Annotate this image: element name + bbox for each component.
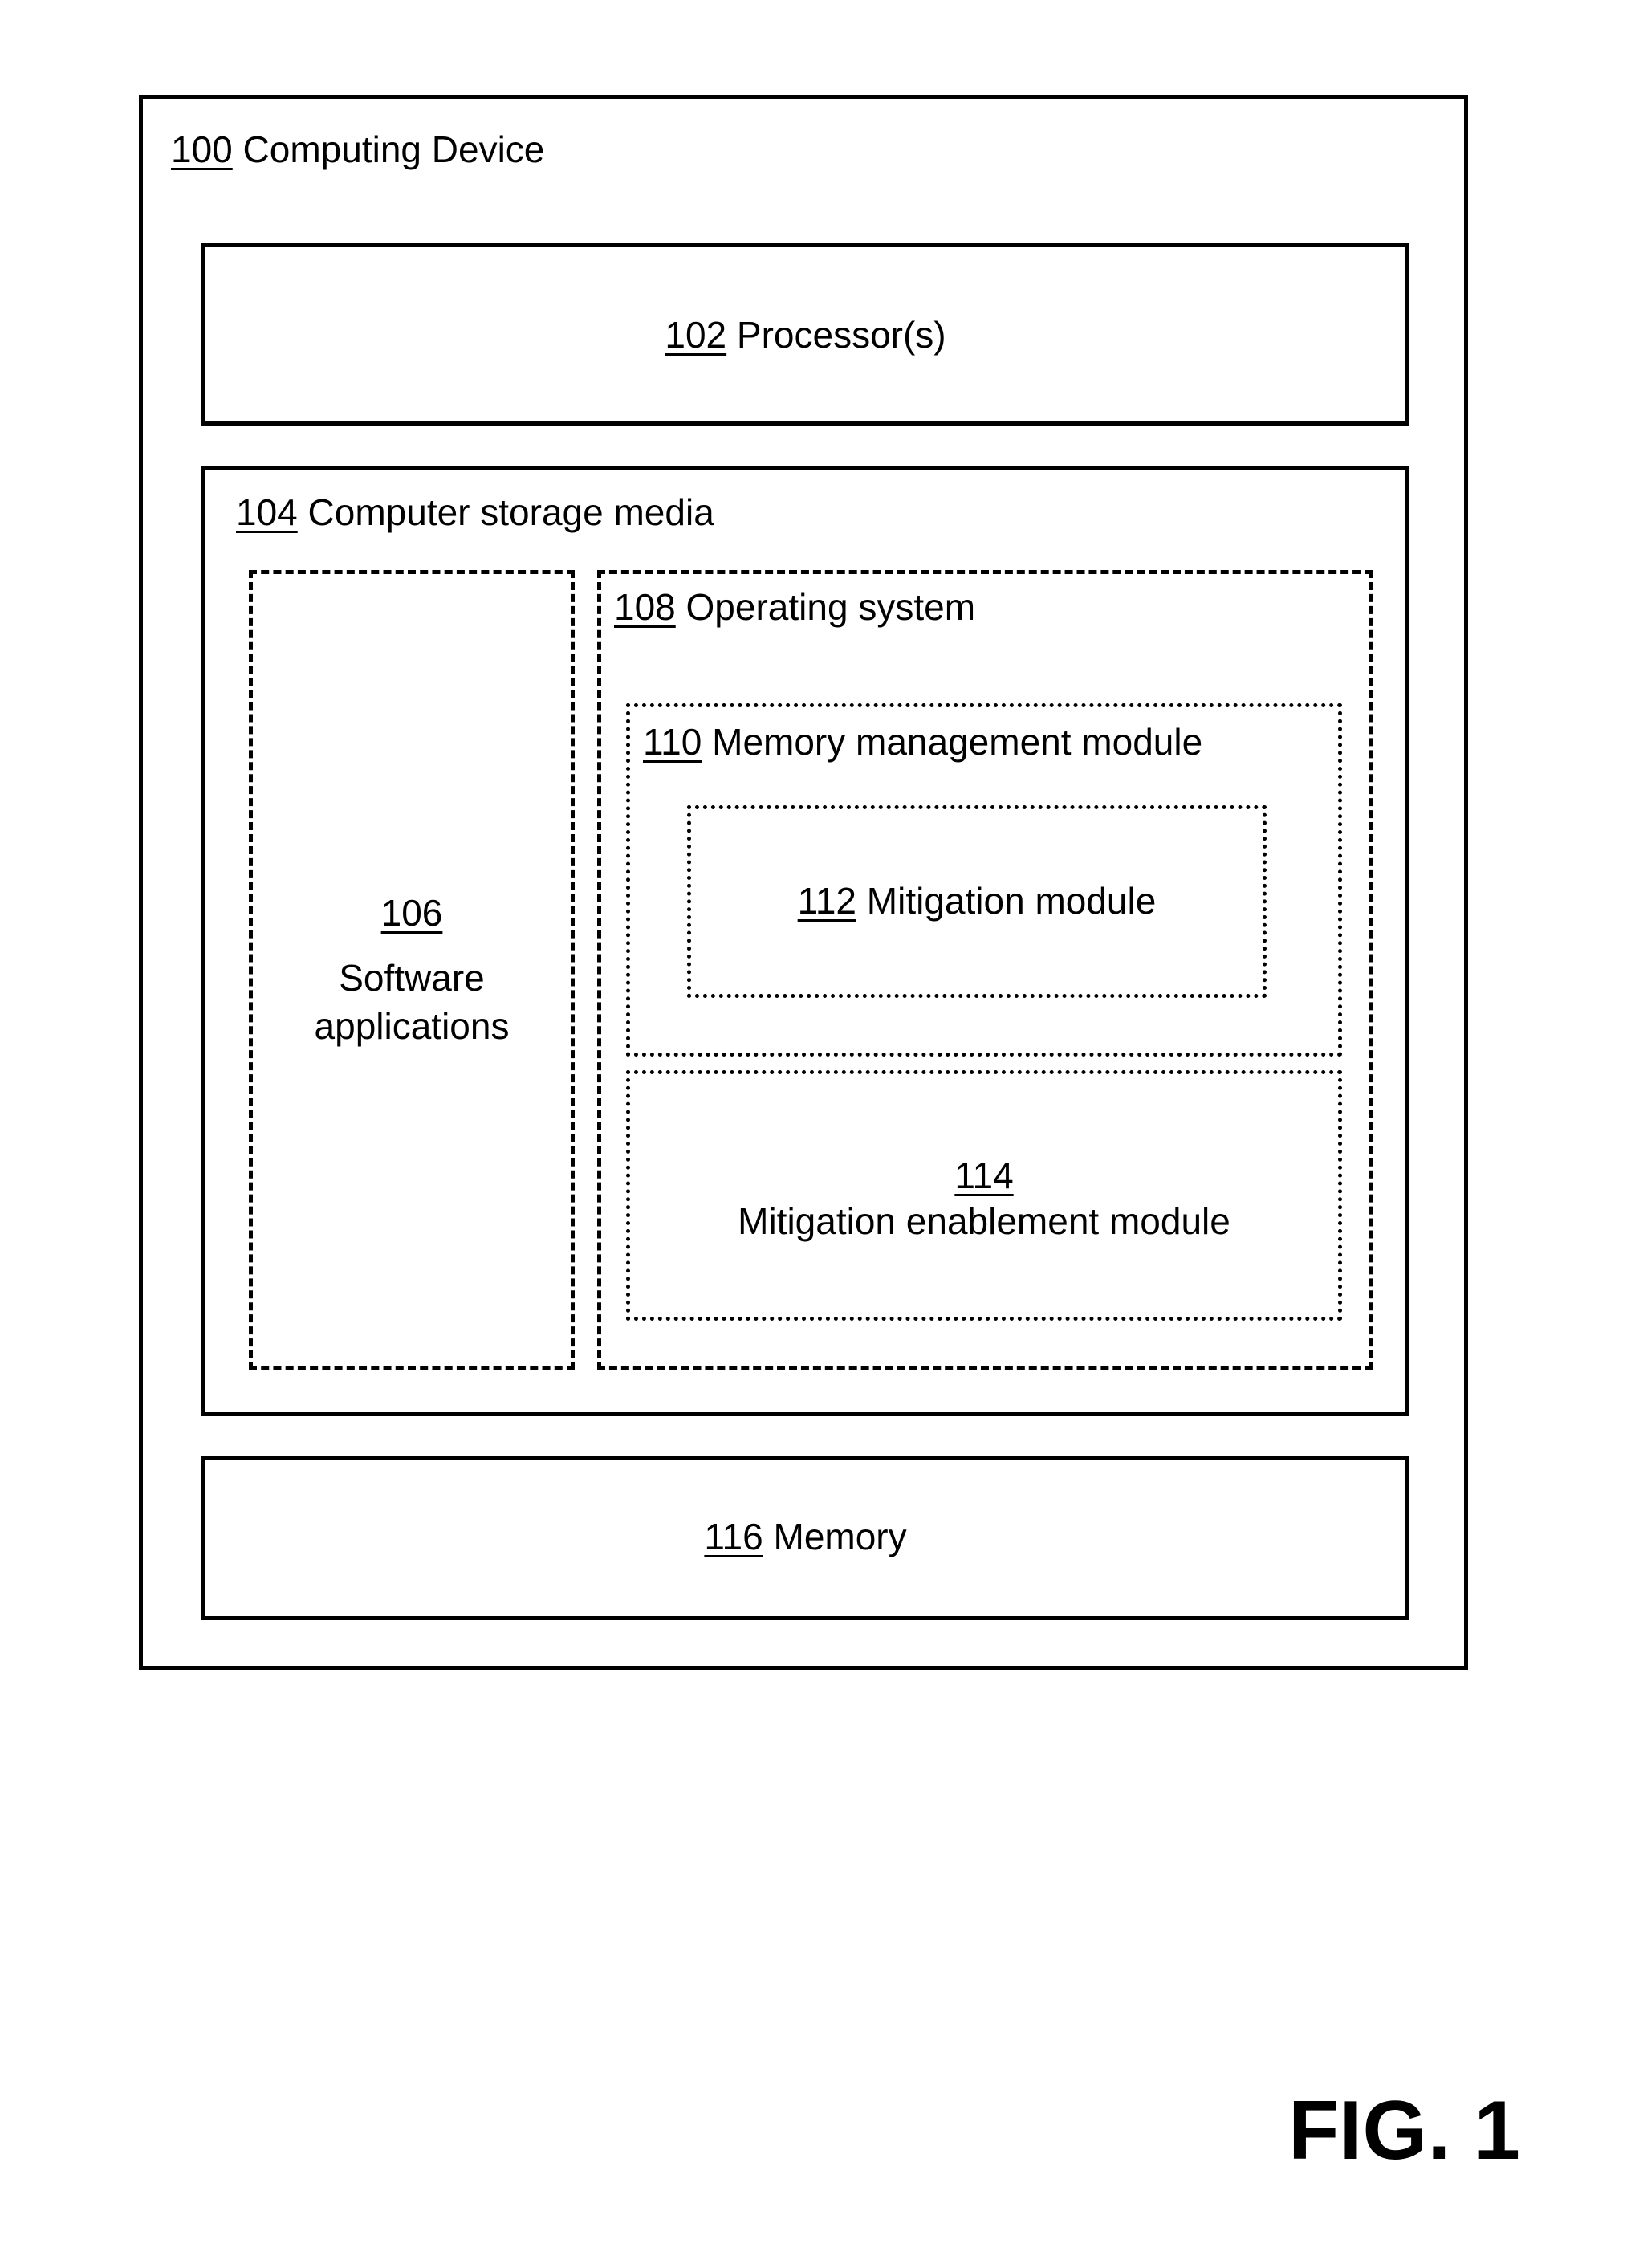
processor-name: Processor(s) xyxy=(737,314,946,356)
mitigation-module-label: 112 Mitigation module xyxy=(691,879,1263,922)
memory-name: Memory xyxy=(774,1516,907,1557)
mitigation-enablement-box: 114 Mitigation enablement module xyxy=(626,1070,1342,1321)
computing-device-ref: 100 xyxy=(171,128,233,170)
memory-management-name: Memory management module xyxy=(712,721,1202,763)
processor-ref: 102 xyxy=(665,314,726,356)
processor-label: 102 Processor(s) xyxy=(205,313,1405,356)
mitigation-module-name: Mitigation module xyxy=(867,880,1157,922)
operating-system-name: Operating system xyxy=(686,586,975,628)
software-applications-box: 106 Software applications xyxy=(249,570,575,1370)
mitigation-enablement-name: Mitigation enablement module xyxy=(630,1199,1338,1243)
software-ref: 106 xyxy=(381,892,443,934)
figure-label: FIG. 1 xyxy=(1288,2087,1520,2175)
software-name-line2: applications xyxy=(253,1004,571,1048)
computing-device-label: 100 Computing Device xyxy=(171,128,544,171)
processor-box: 102 Processor(s) xyxy=(201,243,1409,426)
software-name-line1: Software xyxy=(253,956,571,1000)
memory-management-ref: 110 xyxy=(643,721,702,763)
software-ref-line: 106 xyxy=(253,891,571,934)
storage-name: Computer storage media xyxy=(308,491,714,533)
memory-label: 116 Memory xyxy=(205,1515,1405,1558)
operating-system-ref: 108 xyxy=(614,586,676,628)
storage-ref: 104 xyxy=(236,491,298,533)
mitigation-module-ref: 112 xyxy=(798,880,856,922)
memory-box: 116 Memory xyxy=(201,1456,1409,1620)
computing-device-name: Computing Device xyxy=(243,128,545,170)
operating-system-label: 108 Operating system xyxy=(614,585,975,629)
mitigation-module-box: 112 Mitigation module xyxy=(687,805,1267,998)
mitigation-enablement-ref: 114 xyxy=(954,1154,1013,1196)
storage-label: 104 Computer storage media xyxy=(236,491,714,534)
memory-management-label: 110 Memory management module xyxy=(643,720,1202,763)
memory-ref: 116 xyxy=(704,1516,763,1557)
mitigation-enablement-ref-line: 114 xyxy=(630,1154,1338,1197)
